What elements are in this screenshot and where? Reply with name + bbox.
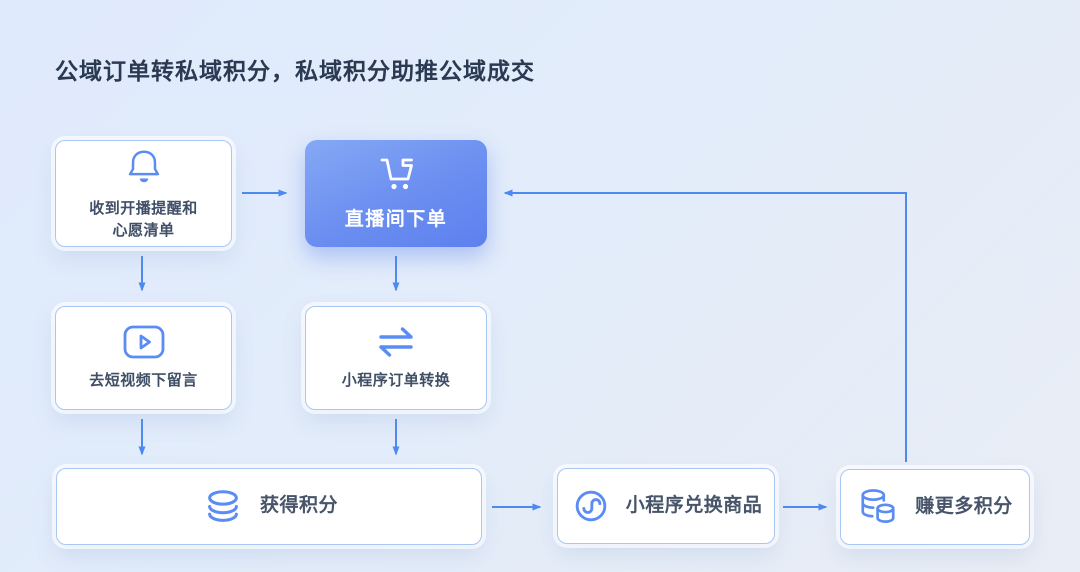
node-label: 直播间下单 <box>344 208 448 230</box>
node-label: 获得积分 <box>259 495 338 517</box>
node-miniprogram-order-convert: 小程序订单转换 <box>305 306 487 410</box>
video-play-icon <box>123 325 164 359</box>
coins-double-icon <box>861 489 895 523</box>
node-label: 去短视频下留言 <box>89 372 198 390</box>
node-receive-reminder: 收到开播提醒和 心愿清单 <box>55 140 232 247</box>
node-label: 收到开播提醒和 心愿清单 <box>89 199 198 240</box>
node-live-room-order: 直播间下单 <box>305 140 487 247</box>
node-label: 小程序兑换商品 <box>625 494 763 516</box>
bell-icon <box>128 149 159 182</box>
exchange-arrows-icon <box>379 327 413 357</box>
shopping-cart-icon <box>380 158 413 189</box>
node-label: 赚更多积分 <box>915 495 1013 517</box>
coins-stack-icon <box>208 489 238 522</box>
node-earn-more-points: 赚更多积分 <box>840 469 1030 545</box>
page-title: 公域订单转私域积分，私域积分助推公域成交 <box>55 58 535 84</box>
node-short-video-comment: 去短视频下留言 <box>55 306 232 410</box>
node-label: 小程序订单转换 <box>341 372 451 390</box>
connector-morepts-to-order <box>503 189 907 462</box>
miniprogram-icon <box>575 490 607 522</box>
node-earn-points: 获得积分 <box>56 468 482 545</box>
node-miniprogram-redeem: 小程序兑换商品 <box>557 468 775 544</box>
